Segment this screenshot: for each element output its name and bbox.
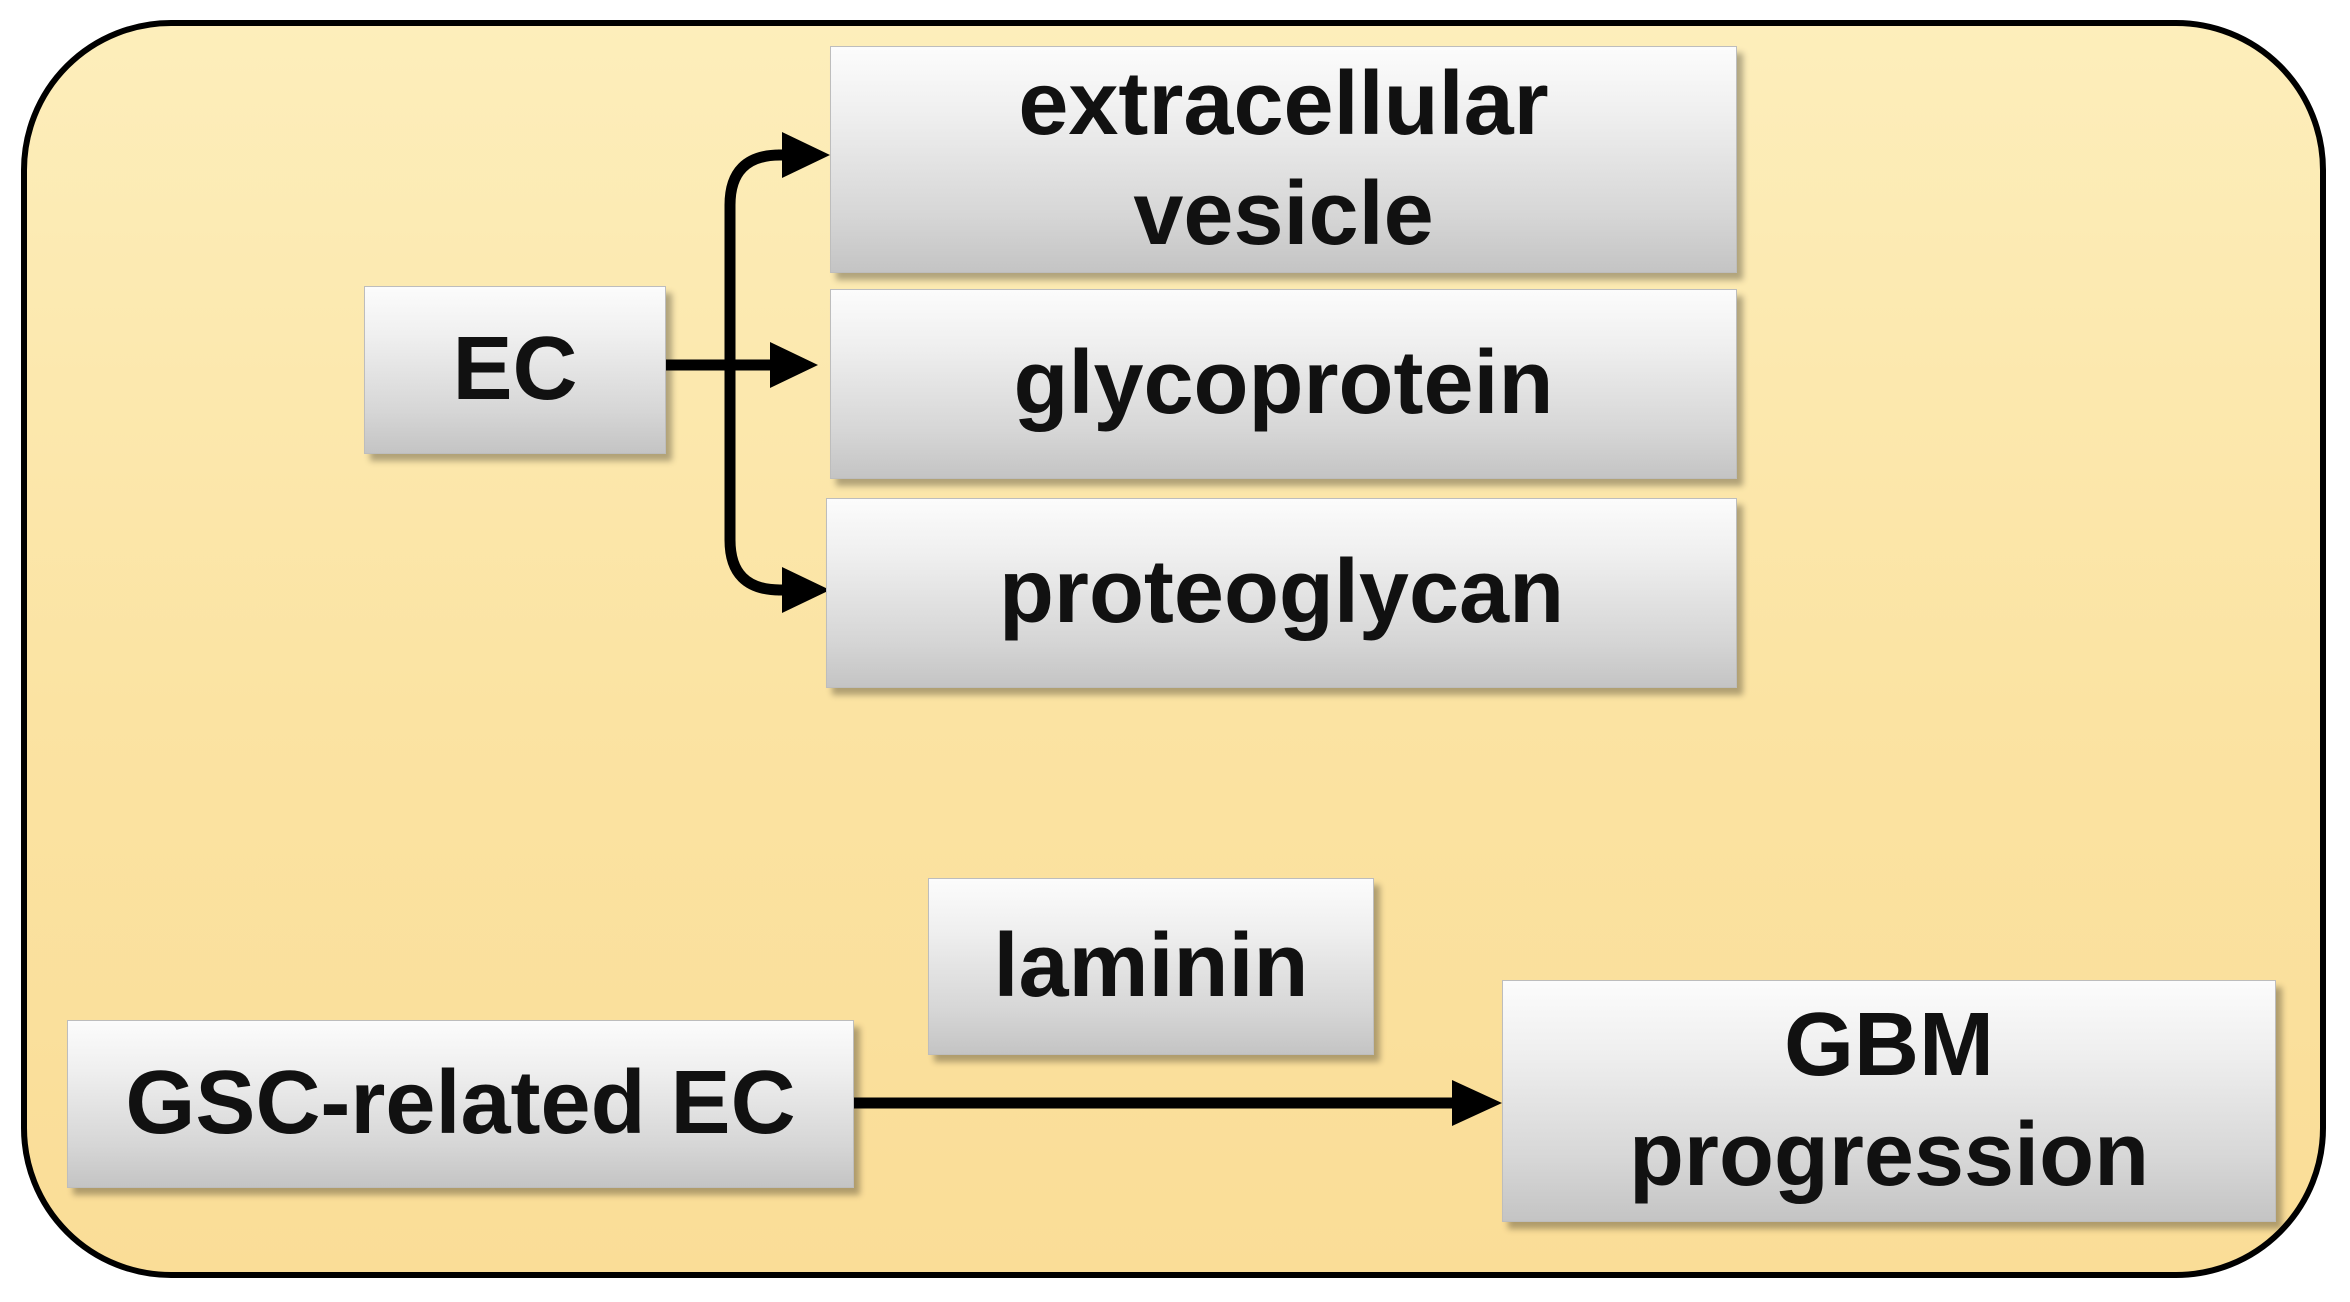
node-extracellular-vesicle-line1: extracellular [1018,53,1549,154]
arrowhead-glycoprotein [770,342,818,388]
node-ec-label: EC [452,319,578,420]
arrowhead-extracellular-vesicle [782,132,830,178]
node-gsc-related-ec: GSC-related EC [67,1020,854,1188]
node-laminin: laminin [928,878,1374,1055]
ec-branch-bracket [724,149,781,596]
node-glycoprotein: glycoprotein [830,289,1737,479]
node-proteoglycan: proteoglycan [826,498,1737,688]
node-ec: EC [364,286,666,454]
node-extracellular-vesicle: extracellular vesicle [830,46,1737,273]
arrowhead-gbm-progression [1452,1080,1502,1126]
node-proteoglycan-label: proteoglycan [998,542,1565,643]
node-gbm-progression-line1: GBM [1784,995,1994,1096]
node-glycoprotein-label: glycoprotein [1013,333,1554,434]
node-extracellular-vesicle-line2: vesicle [1133,163,1434,264]
arrowhead-proteoglycan [782,567,830,613]
node-gsc-related-ec-label: GSC-related EC [125,1053,796,1154]
node-laminin-label: laminin [993,915,1309,1016]
node-gbm-progression: GBM progression [1502,980,2276,1222]
node-gbm-progression-line2: progression [1628,1105,2150,1205]
